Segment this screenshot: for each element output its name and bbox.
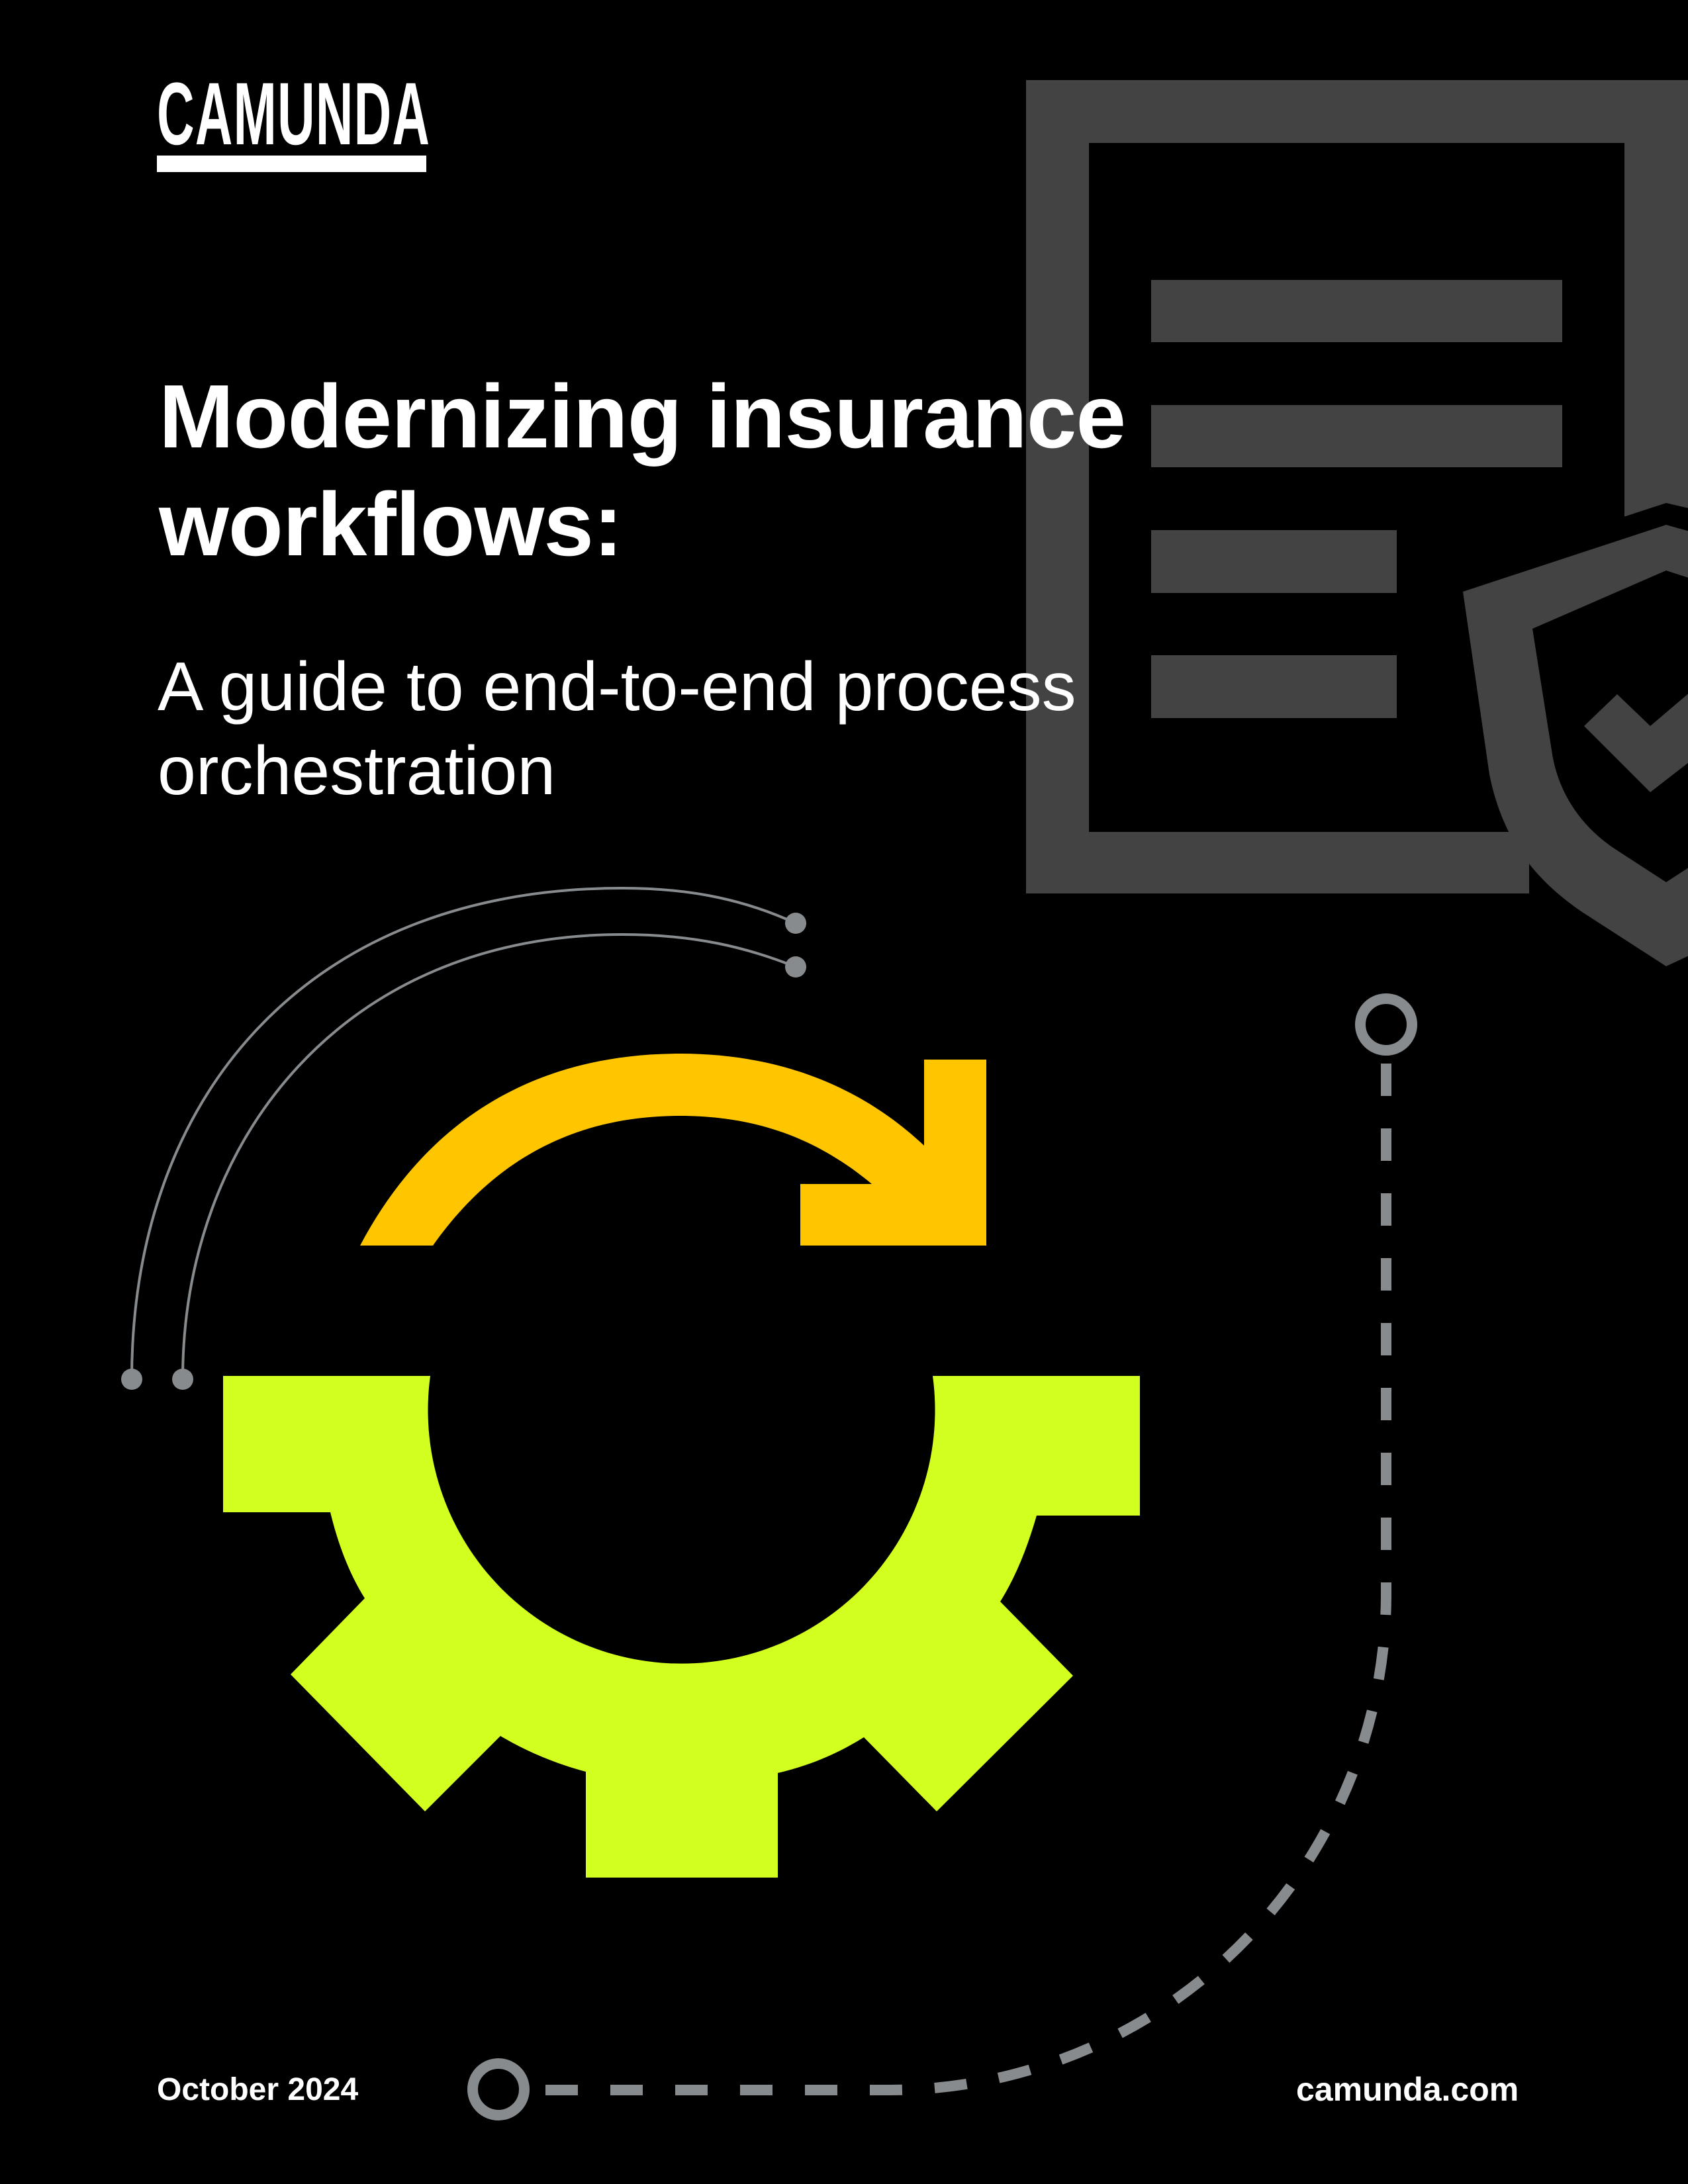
subtitle-line-1: A guide to end-to-end process <box>158 649 1076 725</box>
publication-date: October 2024 <box>157 2072 359 2107</box>
connector-arcs <box>130 886 796 1380</box>
title-line-1: Modernizing insurance <box>159 366 1126 467</box>
logo-underline-bar <box>157 156 426 172</box>
logo-wordmark: CAMUNDA <box>157 65 431 163</box>
page-title: Modernizing insurance workflows: <box>159 363 1126 578</box>
connector-arc-dots <box>121 913 806 1390</box>
title-line-2: workflows: <box>159 474 623 574</box>
camunda-logo: CAMUNDA <box>157 70 430 176</box>
document-with-shield-check-icon <box>1026 80 1688 1006</box>
dashed-connector-lines <box>467 993 1417 2120</box>
page-subtitle: A guide to end-to-end process orchestrat… <box>158 645 1076 813</box>
gear-icon <box>223 1376 1140 1878</box>
curved-arrow-icon <box>360 1054 986 1246</box>
subtitle-line-2: orchestration <box>158 733 556 809</box>
website-link[interactable]: camunda.com <box>1296 2071 1519 2108</box>
